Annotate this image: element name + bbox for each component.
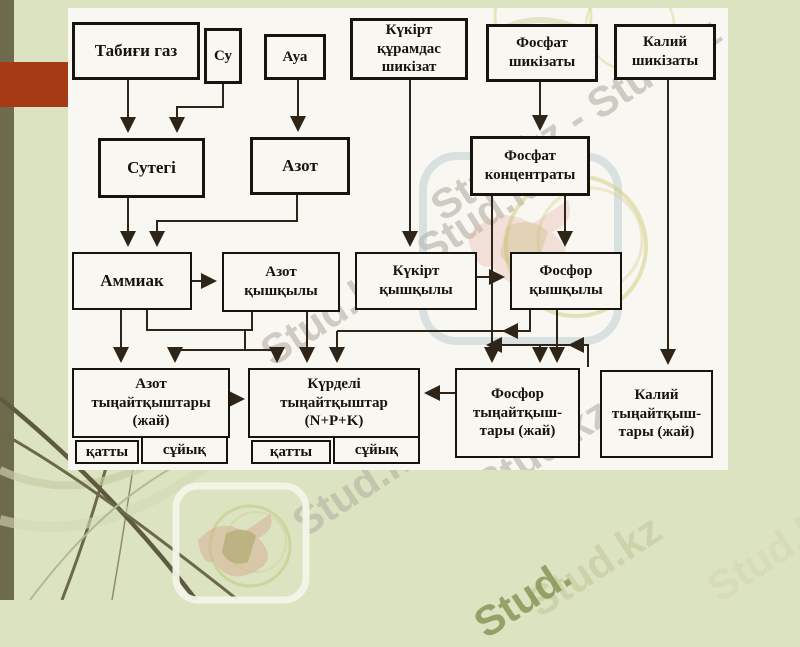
box-kaliy-tynaitkysh: Калий тыңайтқыш- тары (жай)	[600, 370, 713, 458]
box-azot-tynaitkysh: Азот тыңайтқыштары (жай)	[72, 368, 230, 438]
box-sutegi: Сутегі	[98, 138, 205, 198]
box-kaliy-shikizaty: Калий шикізаты	[614, 24, 716, 80]
box-fosfat-shikizaty: Фосфат шикізаты	[486, 24, 598, 82]
box-kukirt-shikizat: Күкірт құрамдас шикізат	[350, 18, 468, 80]
hummingbird-logo-icon	[172, 482, 310, 604]
box-fosfat-kontsentraty: Фосфат концентраты	[470, 136, 590, 196]
box-su: Су	[204, 28, 242, 84]
box-azot-qatty: қатты	[75, 440, 139, 464]
box-aua: Ауа	[264, 34, 326, 80]
box-azot-suyyq: сұйық	[141, 436, 228, 464]
box-azot: Азот	[250, 137, 350, 195]
box-kurdeli-tynaitkysh: Күрделі тыңайтқыштар (N+P+K)	[248, 368, 420, 438]
box-ammiak: Аммиак	[72, 252, 192, 310]
box-kurdeli-suyyq: сұйық	[333, 436, 420, 464]
box-azot-kyshkyly: Азот қышқылы	[222, 252, 340, 312]
box-kurdeli-qatty: қатты	[251, 440, 331, 464]
box-kukirt-kyshkyly: Күкірт қышқылы	[355, 252, 477, 310]
box-fosfor-tynaitkysh: Фосфор тыңайтқыш- тары (жай)	[455, 368, 580, 458]
left-olive-bar	[0, 0, 14, 600]
box-tabigi-gaz: Табиғи газ	[72, 22, 200, 80]
watermark-text: Stud.kz	[518, 505, 670, 626]
red-accent-bar	[0, 62, 68, 107]
box-fosfor-kyshkyly: Фосфор қышқылы	[510, 252, 622, 310]
watermark-text: Stud.kz	[698, 490, 800, 611]
watermark-text: Stud.	[465, 550, 580, 647]
